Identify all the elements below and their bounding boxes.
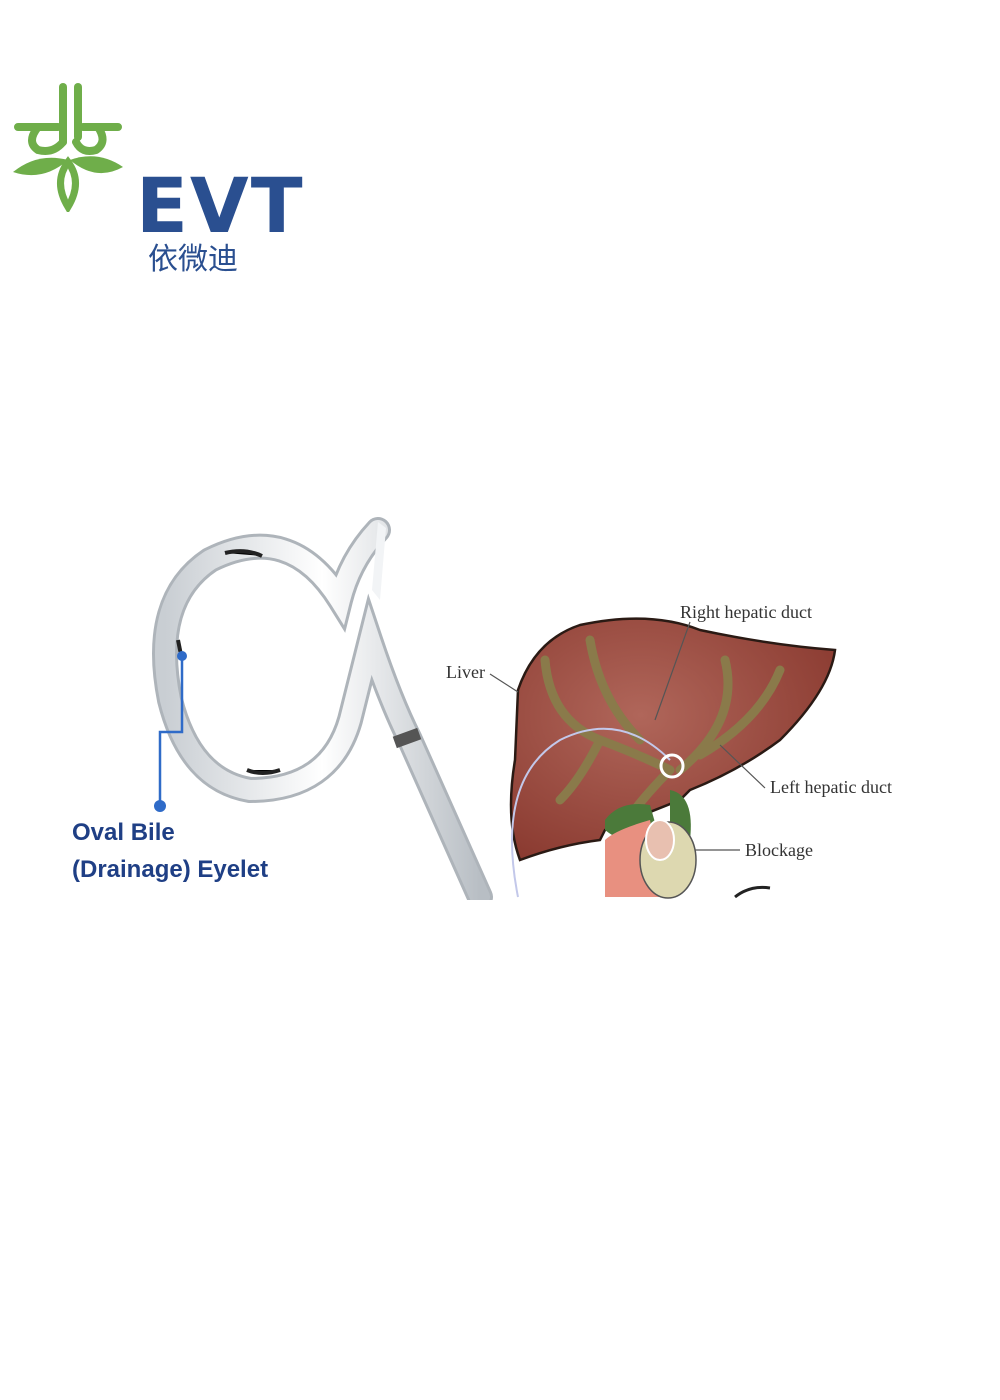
catheter-marker-band <box>392 727 422 749</box>
leaf-cross-icon <box>13 83 123 214</box>
label-right-hepatic-duct: Right hepatic duct <box>680 602 812 622</box>
eyelet-label-line1: Oval Bile <box>72 819 175 846</box>
brand-chinese-name: 依微迪 <box>148 243 238 276</box>
label-blockage: Blockage <box>745 840 813 860</box>
label-liver: Liver <box>446 662 485 682</box>
liver-shape <box>509 617 837 862</box>
evt-logo: EVT 依微迪 <box>8 82 303 275</box>
label-left-hepatic-duct: Left hepatic duct <box>770 777 892 797</box>
eyelet-callout-line <box>158 656 184 805</box>
catheter-illustration: Oval Bile (Drainage) Eyelet Liver Right … <box>0 510 1000 900</box>
illustration-graphic <box>152 517 837 900</box>
brand-name: EVT <box>136 161 305 250</box>
bile-ducts <box>540 635 785 835</box>
eyelet-marker <box>177 651 187 661</box>
eyelet-label-line2: (Drainage) Eyelet <box>72 856 269 883</box>
callout-dot <box>154 800 166 812</box>
